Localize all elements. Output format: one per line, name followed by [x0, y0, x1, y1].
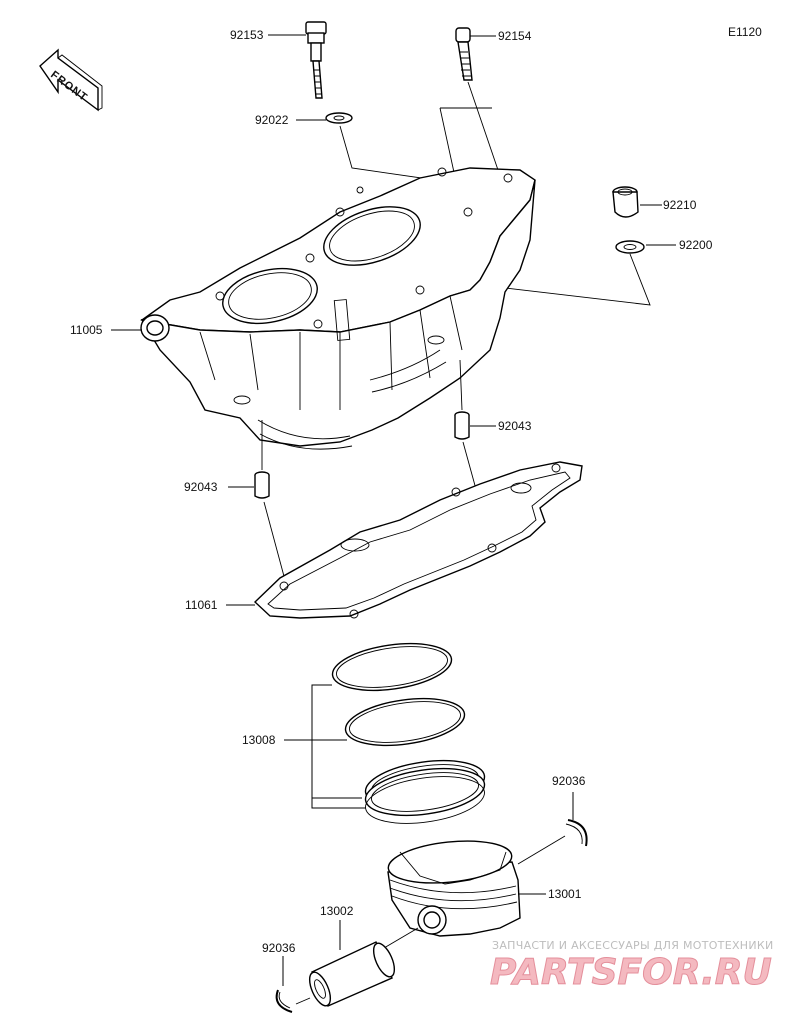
- watermark-tagline: ЗАПЧАСТИ И АКСЕССУАРЫ ДЛЯ МОТОТЕХНИКИ: [492, 939, 774, 952]
- collar-92210-icon: [612, 186, 639, 218]
- part-label-13008: 13008: [242, 733, 276, 747]
- dowel-pin-92043-left-icon: [254, 471, 270, 499]
- part-label-11005: 11005: [70, 323, 103, 337]
- bolt-92153-icon: [305, 21, 327, 99]
- piston-ring-top-icon: [331, 642, 453, 692]
- cylinder-base-gasket-11061-icon: [253, 461, 583, 619]
- part-label-92154: 92154: [498, 29, 532, 43]
- part-label-92022: 92022: [255, 113, 289, 127]
- bolt-92154-icon: [455, 27, 473, 81]
- piston-ring-oil-icon: [364, 759, 486, 824]
- part-label-92200: 92200: [679, 238, 713, 252]
- watermark-brand: PARTSFOR.RU: [490, 952, 772, 993]
- cylinder-block-11005-icon: [140, 167, 536, 450]
- part-label-92043-left: 92043: [184, 480, 218, 494]
- washer-92200-icon: [615, 240, 645, 254]
- piston-pin-13002-icon: [308, 941, 396, 1007]
- part-label-92043-right: 92043: [498, 419, 532, 433]
- piston-13001-icon: [387, 840, 521, 937]
- washer-92022-icon: [325, 112, 353, 124]
- part-label-92036-left: 92036: [262, 941, 296, 955]
- part-label-92153: 92153: [230, 28, 264, 42]
- part-label-11061: 11061: [185, 598, 218, 612]
- part-label-13001: 13001: [548, 887, 582, 901]
- part-label-13002: 13002: [320, 904, 354, 918]
- part-label-92210: 92210: [663, 198, 697, 212]
- circlip-92036-left-icon: [275, 989, 293, 1013]
- dowel-pin-92043-right-icon: [454, 411, 470, 440]
- piston-ring-second-icon: [344, 697, 466, 747]
- part-label-92036-right: 92036: [552, 774, 586, 788]
- diagram-code: E1120: [728, 25, 762, 39]
- circlip-92036-right-icon: [565, 819, 588, 847]
- front-arrow-icon: FRONT: [39, 48, 103, 112]
